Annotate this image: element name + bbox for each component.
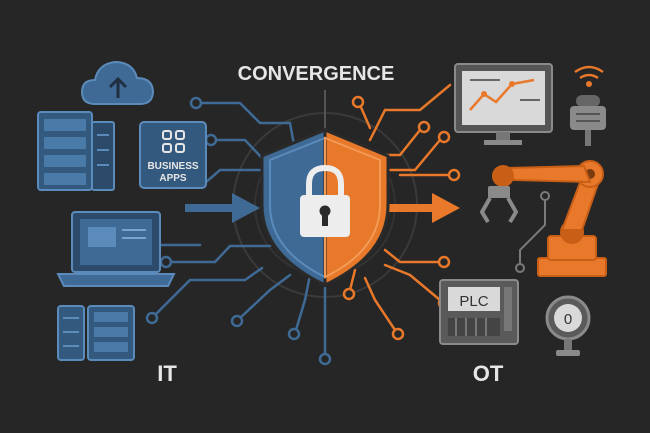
business-apps-icon: BUSINESS APPS xyxy=(139,121,207,189)
gauge-value: 0 xyxy=(564,311,572,328)
it-to-center-arrow xyxy=(185,193,260,223)
center-to-ot-arrow xyxy=(385,193,460,223)
pressure-gauge-icon: 0 xyxy=(545,295,591,356)
wireless-sensor-icon xyxy=(570,65,606,146)
diagram-title: CONVERGENCE xyxy=(238,63,395,85)
monitor-chart-icon xyxy=(454,63,553,145)
laptop-icon xyxy=(56,211,176,287)
plc-label: PLC xyxy=(459,293,488,310)
business-apps-label-line2: APPS xyxy=(159,173,187,184)
cloud-upload-icon xyxy=(80,60,155,105)
gray-connectors xyxy=(515,191,550,273)
server-rack-icon xyxy=(37,111,115,191)
business-apps-label-line1: BUSINESS xyxy=(147,161,198,172)
it-circuit-traces xyxy=(133,101,327,357)
shield-lock-icon xyxy=(260,127,390,288)
database-server-icon xyxy=(57,305,135,361)
ot-circuit-traces xyxy=(348,83,452,332)
robot-arm-icon xyxy=(479,160,607,277)
plc-controller-icon: PLC xyxy=(439,279,519,345)
ot-label: OT xyxy=(473,361,504,386)
it-label: IT xyxy=(157,361,177,386)
